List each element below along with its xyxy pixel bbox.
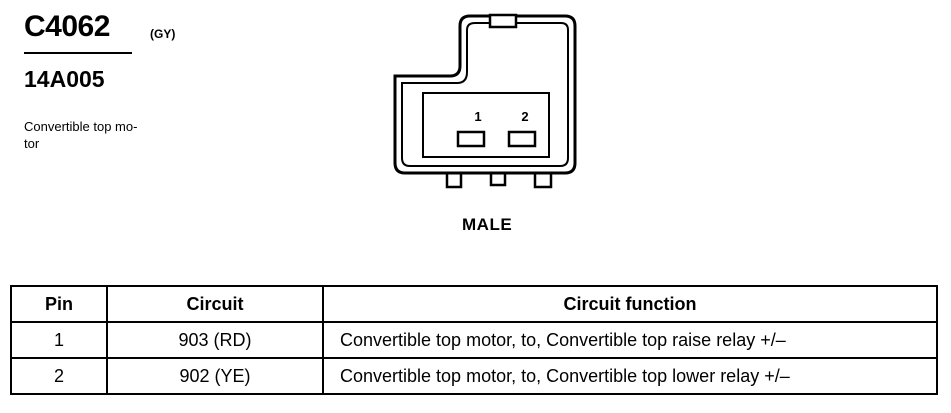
- pin-label-1: 1: [474, 109, 481, 124]
- table-row: 2 902 (YE) Convertible top motor, to, Co…: [10, 357, 938, 395]
- header-pin: Pin: [10, 285, 108, 323]
- mounting-tab-center: [489, 171, 507, 187]
- pin-circuit-table: Pin Circuit Circuit function 1 903 (RD) …: [10, 285, 938, 395]
- pin-terminal-1: [456, 130, 486, 148]
- connector-gender-label: MALE: [462, 215, 513, 234]
- connector-face-diagram: 1 2: [393, 13, 577, 189]
- table-row: 1 903 (RD) Convertible top motor, to, Co…: [10, 321, 938, 359]
- mounting-tab-left: [445, 171, 463, 189]
- locking-tab: [488, 13, 518, 29]
- connector-housing-outer: [393, 14, 577, 175]
- pin-label-2: 2: [521, 109, 528, 124]
- header-circuit-function: Circuit function: [322, 285, 938, 323]
- connector-id: C4062: [24, 10, 110, 43]
- title-underline: [24, 52, 132, 54]
- color-code: (GY): [150, 27, 176, 41]
- terminal-cavity: [422, 92, 550, 158]
- cell-pin: 2: [10, 357, 108, 395]
- connector-description: Convertible top mo- tor: [24, 119, 138, 151]
- cell-pin: 1: [10, 321, 108, 359]
- part-number: 14A005: [24, 66, 105, 92]
- cell-circuit-function: Convertible top motor, to, Convertible t…: [322, 357, 938, 395]
- mounting-tab-right: [533, 171, 553, 189]
- cell-circuit: 903 (RD): [106, 321, 324, 359]
- pin-terminal-2: [507, 130, 537, 148]
- connector-housing-inner: [401, 22, 569, 167]
- header-circuit: Circuit: [106, 285, 324, 323]
- cell-circuit-function: Convertible top motor, to, Convertible t…: [322, 321, 938, 359]
- cell-circuit: 902 (YE): [106, 357, 324, 395]
- table-header-row: Pin Circuit Circuit function: [10, 285, 938, 323]
